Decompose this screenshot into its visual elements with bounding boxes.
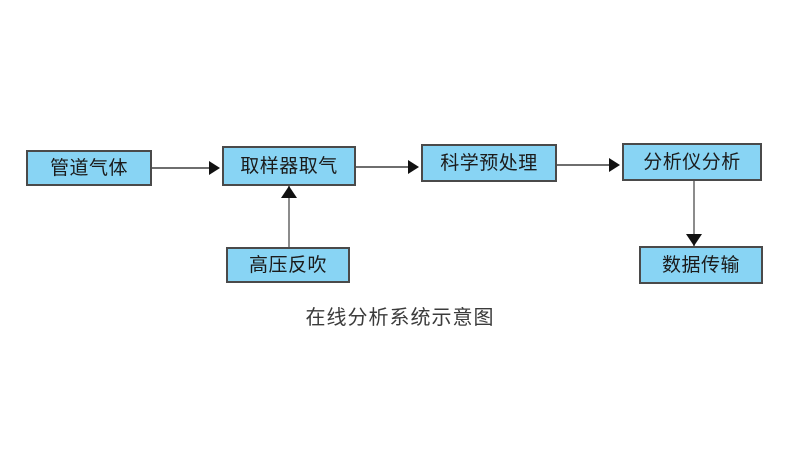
arrow-right-icon [609,158,620,172]
connector-line [288,186,290,247]
connector-line [356,166,409,168]
node-backblow[interactable]: 高压反吹 [226,247,350,283]
node-pretreatment[interactable]: 科学预处理 [421,144,557,182]
node-data-transfer-label: 数据传输 [661,254,740,276]
node-sampler[interactable]: 取样器取气 [222,146,356,186]
node-analyzer-label: 分析仪分析 [643,151,741,173]
connector-line [557,164,610,166]
node-data-transfer[interactable]: 数据传输 [639,246,763,284]
arrow-down-icon [686,234,702,246]
node-analyzer[interactable]: 分析仪分析 [622,143,762,181]
node-backblow-label: 高压反吹 [248,254,327,276]
node-pretreatment-label: 科学预处理 [440,152,538,174]
arrow-right-icon [209,161,220,175]
diagram-caption: 在线分析系统示意图 [305,307,495,329]
node-sampler-label: 取样器取气 [240,155,338,177]
arrow-up-icon [281,186,297,198]
node-pipeline-gas-label: 管道气体 [49,157,128,179]
connector-line [693,181,695,246]
arrow-right-icon [408,160,419,174]
connector-line [152,167,210,169]
node-pipeline-gas[interactable]: 管道气体 [26,150,152,186]
